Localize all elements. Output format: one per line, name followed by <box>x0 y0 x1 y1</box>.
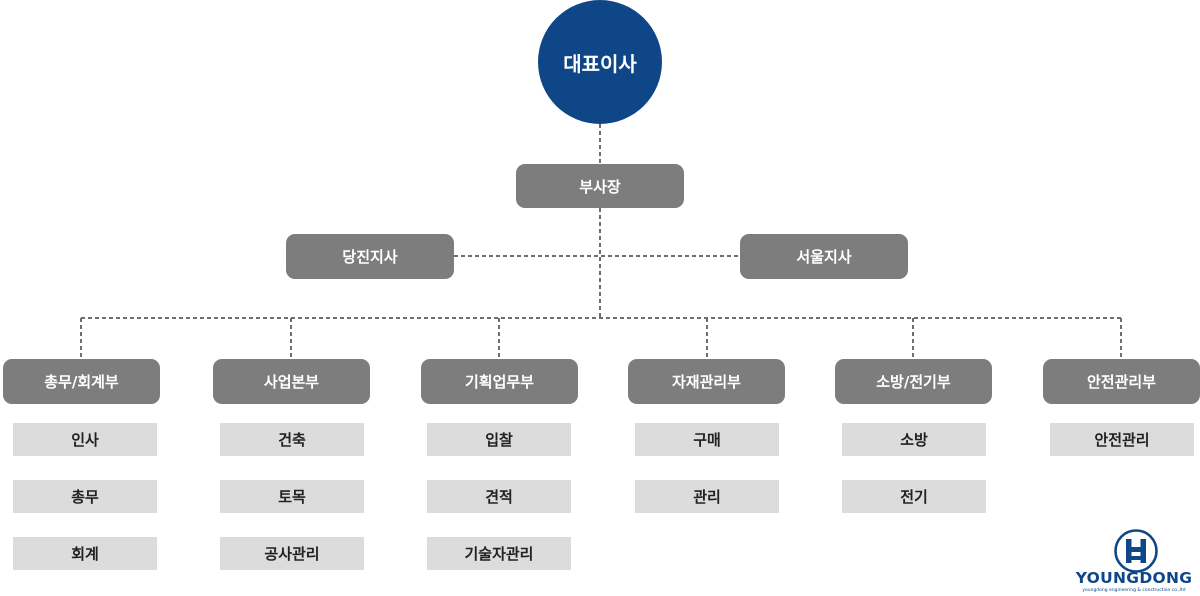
team-box: 구매 <box>635 423 779 456</box>
team-box: 기술자관리 <box>427 537 571 570</box>
dept-general-accounting: 총무/회계부 <box>3 359 160 404</box>
logo-tagline: youngdong engineering & construction co.… <box>1082 588 1186 593</box>
vice-president-node: 부사장 <box>516 164 684 208</box>
team-box: 회계 <box>13 537 157 570</box>
dept-planning: 기획업무부 <box>421 359 578 404</box>
team-box: 토목 <box>220 480 364 513</box>
team-box: 견적 <box>427 480 571 513</box>
ceo-node: 대표이사 <box>538 0 662 124</box>
team-box: 건축 <box>220 423 364 456</box>
team-box: 공사관리 <box>220 537 364 570</box>
dept-fire-electric: 소방/전기부 <box>835 359 992 404</box>
team-box: 인사 <box>13 423 157 456</box>
company-logo: YOUNGDONG youngdong engineering & constr… <box>1072 528 1196 594</box>
dept-materials: 자재관리부 <box>628 359 785 404</box>
dept-business: 사업본부 <box>213 359 370 404</box>
team-box: 소방 <box>842 423 986 456</box>
team-box: 입찰 <box>427 423 571 456</box>
team-box: 전기 <box>842 480 986 513</box>
dept-safety: 안전관리부 <box>1043 359 1200 404</box>
logo-name: YOUNGDONG <box>1075 569 1193 587</box>
logo-emblem-icon <box>1114 529 1158 573</box>
team-box: 총무 <box>13 480 157 513</box>
team-box: 관리 <box>635 480 779 513</box>
team-box: 안전관리 <box>1050 423 1194 456</box>
branch-dangjin: 당진지사 <box>286 234 454 279</box>
branch-seoul: 서울지사 <box>740 234 908 279</box>
